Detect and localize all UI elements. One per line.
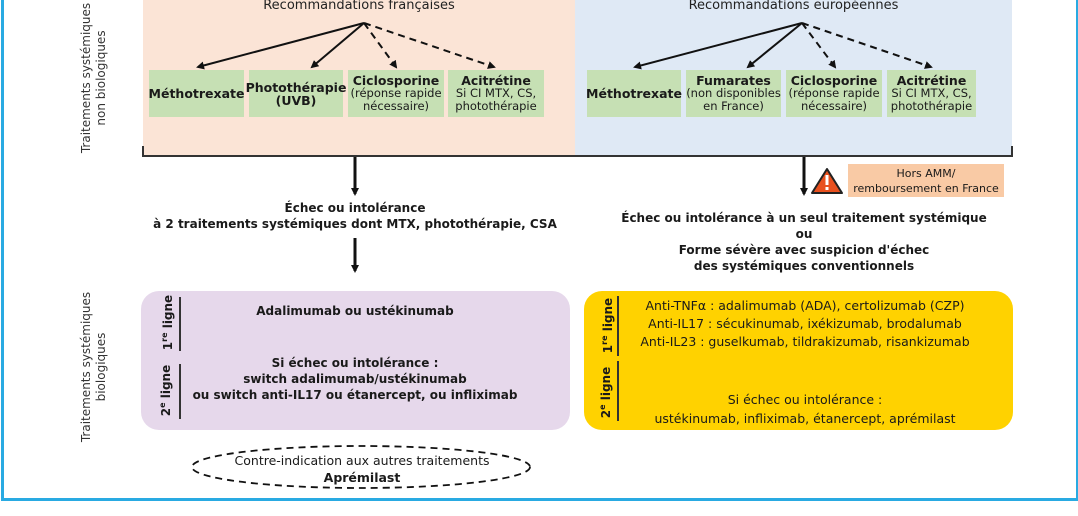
option-note: (non disponibles [686, 86, 781, 100]
european-option-acitretine: Acitrétine Si CI MTX, CS, photothérapie [887, 70, 976, 117]
french-second-line-treatment: Si échec ou intolérance : switch adalimu… [185, 355, 525, 403]
option-note: (réponse rapide [350, 86, 442, 100]
arrow-fr-methotrexate [196, 22, 365, 70]
line-sup: e [158, 402, 168, 408]
line-number: 2 [599, 409, 614, 419]
treatment-text: ou switch anti-IL17 ou étanercept, ou in… [192, 388, 518, 402]
french-option-acitretine: Acitrétine Si CI MTX, CS, photothérapie [448, 70, 544, 117]
european-criteria: Échec ou intolérance à un seul traitemen… [584, 210, 1024, 274]
european-second-line-label: 2e ligne [598, 367, 613, 418]
option-name: Acitrétine [896, 73, 967, 88]
french-second-line-label: 2e ligne [158, 365, 173, 416]
option-note: Si CI MTX, CS, [891, 86, 972, 100]
option-name: Méthotrexate [148, 86, 245, 101]
treatment-text: Anti-IL17 : sécukinumab, ixékizumab, bro… [648, 316, 962, 331]
arrow-eu-fumarates [746, 22, 803, 69]
european-option-ciclosporine: Ciclosporine (réponse rapide nécessaire) [786, 70, 882, 117]
figure-frame [1, 0, 1078, 501]
criteria-line: des systémiques conventionnels [693, 259, 915, 273]
arrow-fr-phototherapie [310, 22, 365, 69]
line-number: 1 [161, 341, 176, 351]
bracket [142, 146, 1013, 157]
line-number: 1 [601, 344, 616, 354]
arrow-eu-methotrexate [633, 22, 803, 70]
warning-text: remboursement en France [853, 181, 999, 195]
french-biologic-box [141, 291, 570, 430]
option-name: Méthotrexate [586, 86, 682, 101]
treatment-text: Anti-IL23 : guselkumab, tildrakizumab, r… [640, 334, 970, 349]
treatment-text: switch adalimumab/ustékinumab [243, 372, 467, 386]
line-number: 2 [159, 407, 174, 417]
european-option-methotrexate: Méthotrexate [586, 70, 682, 117]
line-word: ligne [599, 366, 614, 405]
treatment-text: Si échec ou intolérance : [271, 356, 439, 370]
french-line2-separator [179, 364, 181, 419]
option-name: Ciclosporine [790, 73, 878, 88]
line-sup: re [160, 332, 170, 342]
contraindication-text: Contre-indication aux autres traitements [234, 453, 490, 468]
warning-text: Hors AMM/ [896, 166, 956, 180]
warning-triangle-icon [811, 168, 843, 194]
european-first-line-label: 1re ligne [600, 298, 615, 353]
european-first-line-treatment: Anti-TNFα : adalimumab (ADA), certolizum… [625, 297, 985, 351]
european-line2-separator [617, 361, 619, 421]
arrow-fr-acitretine [363, 22, 496, 69]
treatment-text: Si échec ou intolérance : [727, 392, 883, 407]
european-second-line-treatment: Si échec ou intolérance : ustékinumab, i… [625, 390, 985, 428]
option-note: photothérapie [455, 99, 537, 113]
line-word: ligne [159, 364, 174, 403]
french-line1-separator [179, 297, 181, 351]
option-note: en France) [703, 99, 764, 113]
french-first-line-label: 1re ligne [160, 295, 175, 350]
criteria-line: Échec ou intolérance [284, 201, 426, 215]
criteria-line: Échec ou intolérance à un seul traitemen… [621, 211, 987, 225]
option-name: Ciclosporine [352, 73, 440, 88]
line-word: ligne [161, 294, 176, 333]
criteria-line: Forme sévère avec suspicion d'échec [678, 243, 930, 257]
option-note: (réponse rapide [788, 86, 880, 100]
treatment-text: ustékinumab, infliximab, étanercept, apr… [654, 411, 956, 426]
french-option-phototherapie: Photothérapie (UVB) [246, 70, 346, 117]
french-panel-title: Recommandations françaises [263, 0, 455, 13]
criteria-line: à 2 traitements systémiques dont MTX, ph… [153, 217, 557, 231]
arrow-fr-ciclosporine [363, 22, 398, 69]
option-note: photothérapie [890, 99, 973, 113]
criteria-line: ou [795, 227, 813, 241]
arrow-eu-ciclosporine [801, 22, 837, 69]
arrow-eu-acitretine [801, 22, 933, 69]
european-line1-separator [617, 296, 619, 356]
french-criteria: Échec ou intolérance à 2 traitements sys… [135, 200, 575, 232]
option-name: Fumarates [696, 73, 771, 88]
european-panel-title: Recommandations européennes [688, 0, 899, 13]
contraindication-note: Contre-indication aux autres traitements… [192, 452, 532, 486]
line-sup: e [598, 404, 608, 410]
line-sup: re [600, 335, 610, 345]
french-option-methotrexate: Méthotrexate [149, 70, 244, 117]
contraindication-drug: Aprémilast [323, 470, 401, 485]
option-note: (UVB) [275, 92, 317, 108]
european-option-fumarates: Fumarates (non disponibles en France) [686, 70, 781, 117]
option-note: Si CI MTX, CS, [455, 86, 537, 100]
off-label-warning: Hors AMM/ remboursement en France [848, 164, 1004, 197]
french-first-line-treatment: Adalimumab ou ustékinumab [185, 303, 525, 319]
line-word: ligne [601, 297, 616, 336]
option-note: nécessaire) [800, 99, 868, 113]
option-name: Acitrétine [461, 73, 531, 88]
option-name: Photothérapie [245, 79, 347, 95]
european-biologic-box [584, 291, 1013, 430]
contraindication-ellipse [191, 445, 531, 489]
treatment-text: Adalimumab ou ustékinumab [256, 304, 454, 318]
treatment-text: Anti-TNFα : adalimumab (ADA), certolizum… [645, 298, 965, 313]
option-note: nécessaire) [362, 99, 430, 113]
french-option-ciclosporine: Ciclosporine (réponse rapide nécessaire) [348, 70, 444, 117]
